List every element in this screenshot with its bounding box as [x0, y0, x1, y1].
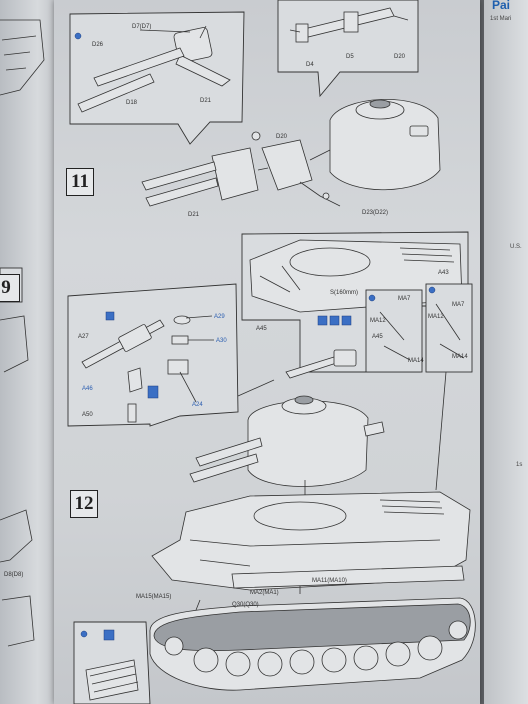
- part-label: D7(D7): [132, 24, 152, 30]
- part-label: A43: [438, 270, 449, 276]
- right-page: [484, 0, 528, 704]
- part-label: MA14: [408, 358, 424, 364]
- part-label: MA12: [428, 314, 444, 320]
- left-page-drawings: [0, 19, 45, 647]
- step12-track-inset: [73, 621, 151, 704]
- part-label: MA7: [398, 296, 411, 302]
- part-label: D18: [126, 100, 138, 106]
- part-label: D26: [92, 42, 104, 48]
- left-part-label: D8(D8): [4, 572, 24, 578]
- part-label: D20: [394, 54, 406, 60]
- part-label: Q30(Q30): [232, 602, 259, 608]
- right-page-title: Pai: [492, 0, 511, 12]
- step11-detail-box: [69, 11, 245, 145]
- part-label: S(160mm): [330, 290, 359, 296]
- part-label: MA7: [452, 302, 465, 308]
- right-page-side-text: U.S.: [510, 244, 522, 250]
- step12-machinegun-box: [67, 283, 275, 427]
- part-label: D20: [276, 134, 288, 140]
- step-number-11: 11: [66, 168, 94, 196]
- part-label: MA14: [452, 354, 468, 360]
- part-label: D5: [346, 54, 354, 60]
- part-label: A50: [82, 412, 93, 418]
- part-label: A29: [214, 314, 225, 320]
- part-label: A45: [372, 334, 383, 340]
- part-label: A27: [78, 334, 89, 340]
- right-page-subtitle: 1st Mari: [490, 16, 512, 22]
- step-number-9: 9: [0, 274, 20, 302]
- step12-turret-with-gun: [189, 349, 447, 521]
- step12-hull-assembly: [149, 491, 476, 691]
- part-label: MA2(MA1): [250, 590, 279, 596]
- part-label: D23(D22): [362, 210, 389, 216]
- part-label: D21: [200, 98, 212, 104]
- step-number-12: 12: [70, 490, 98, 518]
- right-page-side-text: 1s: [516, 462, 523, 468]
- part-label: A45: [256, 326, 267, 332]
- part-label: A24: [192, 402, 203, 408]
- part-label: D4: [306, 62, 314, 68]
- part-label: A46: [82, 386, 93, 392]
- step11-turret-assembly: [141, 99, 441, 207]
- part-label: MA12: [370, 318, 386, 324]
- part-label: MA15(MA15): [136, 594, 172, 600]
- step12-hull-top-inset: [241, 231, 473, 373]
- part-label: A30: [216, 338, 227, 344]
- step11-detail-box-2: [277, 0, 419, 98]
- part-label: MA11(MA10): [312, 578, 347, 584]
- part-label: D21: [188, 212, 200, 218]
